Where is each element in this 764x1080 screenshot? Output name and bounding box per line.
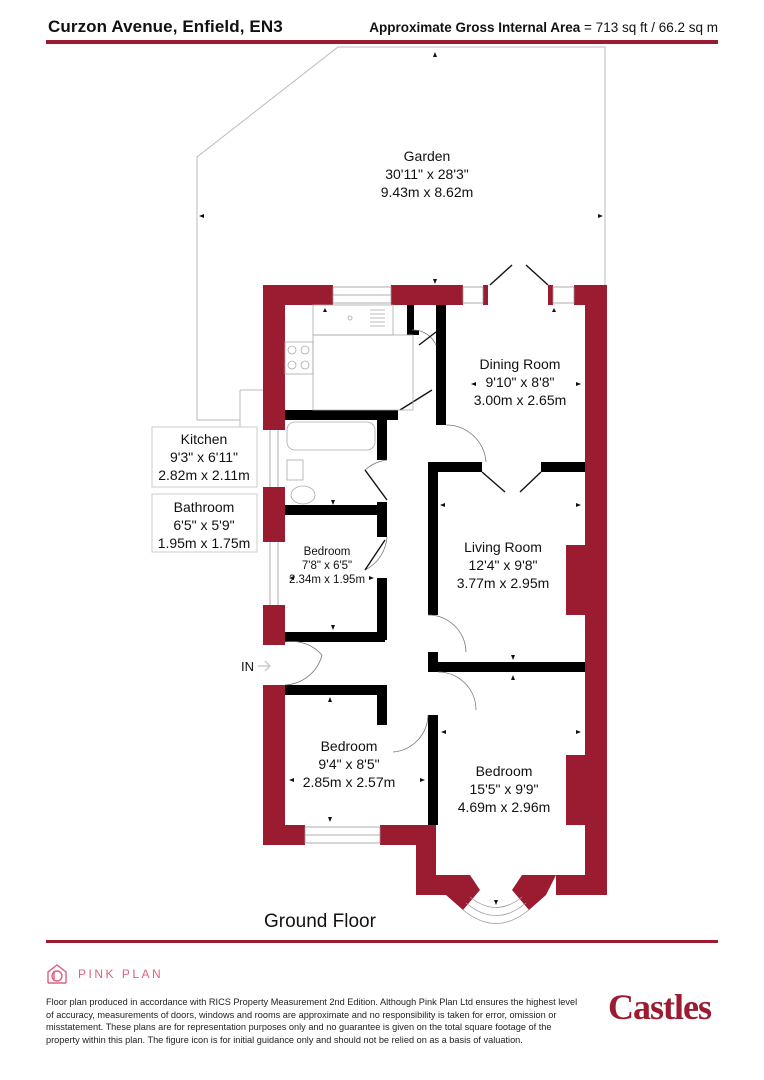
svg-text:15'5" x 9'9": 15'5" x 9'9" (470, 781, 539, 797)
pink-plan-house-icon (47, 964, 67, 984)
floor-name: Ground Floor (264, 911, 376, 932)
kitchen-callout (151, 426, 258, 488)
svg-text:30'11" x 28'3": 30'11" x 28'3" (385, 166, 469, 182)
svg-text:3.00m x 2.65m: 3.00m x 2.65m (474, 392, 567, 408)
svg-text:Bedroom: Bedroom (321, 738, 378, 754)
pink-plan-wordmark: PINK PLAN (78, 967, 164, 981)
external-walls (263, 285, 607, 910)
svg-text:6'5" x 5'9": 6'5" x 5'9" (173, 517, 234, 533)
basin (286, 459, 304, 481)
svg-text:12'4" x 9'8": 12'4" x 9'8" (469, 557, 538, 573)
toilet (290, 485, 316, 505)
svg-text:9'10" x 8'8": 9'10" x 8'8" (486, 374, 555, 390)
svg-text:2.85m x 2.57m: 2.85m x 2.57m (303, 774, 396, 790)
header-divider (46, 40, 718, 44)
svg-text:7'8" x 6'5": 7'8" x 6'5" (302, 560, 352, 572)
pink-plan-logo: PINK PLAN (46, 963, 163, 985)
footer-divider (46, 940, 718, 943)
garden-label: Garden 30'11" x 28'3" 9.43m x 8.62m (381, 148, 474, 200)
svg-text:3.77m x 2.95m: 3.77m x 2.95m (457, 575, 550, 591)
bathroom-label: Bathroom 6'5" x 5'9" 1.95m x 1.75m (158, 499, 251, 551)
fixtures (284, 304, 414, 505)
door-swings (284, 329, 487, 753)
bedroom-front-left-label: Bedroom 9'4" x 8'5" 2.85m x 2.57m (303, 738, 396, 790)
area-label: Approximate Gross Internal Area (369, 20, 581, 35)
svg-text:Bathroom: Bathroom (174, 499, 235, 515)
svg-text:Garden: Garden (404, 148, 451, 164)
svg-text:2.82m x 2.11m: 2.82m x 2.11m (158, 467, 250, 483)
svg-text:9'4" x 8'5": 9'4" x 8'5" (318, 756, 379, 772)
garden-outline (196, 46, 606, 428)
bath (286, 421, 376, 451)
bedroom-small-label: Bedroom 7'8" x 6'5" 2.34m x 1.95m (289, 546, 365, 586)
svg-text:9.43m x 8.62m: 9.43m x 8.62m (381, 184, 474, 200)
gross-internal-area: Approximate Gross Internal Area = 713 sq… (369, 20, 718, 35)
svg-text:4.69m x 2.96m: 4.69m x 2.96m (458, 799, 551, 815)
svg-text:Kitchen: Kitchen (181, 431, 228, 447)
floor-plan: Garden 30'11" x 28'3" 9.43m x 8.62m Kitc… (151, 46, 607, 924)
svg-text:2.34m x 1.95m: 2.34m x 1.95m (289, 574, 365, 586)
room-dimension-markers (289, 308, 581, 905)
svg-text:Dining Room: Dining Room (480, 356, 561, 372)
windows (269, 286, 575, 924)
area-value: = 713 sq ft / 66.2 sq m (580, 20, 718, 35)
dining-room-label: Dining Room 9'10" x 8'8" 3.00m x 2.65m (474, 356, 567, 408)
svg-text:Bedroom: Bedroom (476, 763, 533, 779)
bedroom-bay-label: Bedroom 15'5" x 9'9" 4.69m x 2.96m (458, 763, 551, 815)
disclaimer-text: Floor plan produced in accordance with R… (46, 997, 578, 1045)
svg-text:Bedroom: Bedroom (304, 546, 351, 558)
svg-text:9'3" x 6'11": 9'3" x 6'11" (170, 449, 238, 465)
svg-text:Living Room: Living Room (464, 539, 542, 555)
entrance-label: IN (241, 659, 254, 674)
bathroom-callout (151, 493, 258, 553)
entrance-arrow-icon (258, 660, 272, 672)
castles-logo: Castles (608, 987, 712, 1027)
svg-text:1.95m x 1.75m: 1.95m x 1.75m (158, 535, 251, 551)
dimension-markers (199, 52, 603, 284)
property-address: Curzon Avenue, Enfield, EN3 (48, 17, 283, 36)
living-room-label: Living Room 12'4" x 9'8" 3.77m x 2.95m (457, 539, 550, 591)
kitchen-label: Kitchen 9'3" x 6'11" 2.82m x 2.11m (158, 431, 250, 483)
internal-walls (285, 305, 585, 825)
callout-boxes (151, 426, 258, 553)
door-leaves (364, 264, 549, 571)
